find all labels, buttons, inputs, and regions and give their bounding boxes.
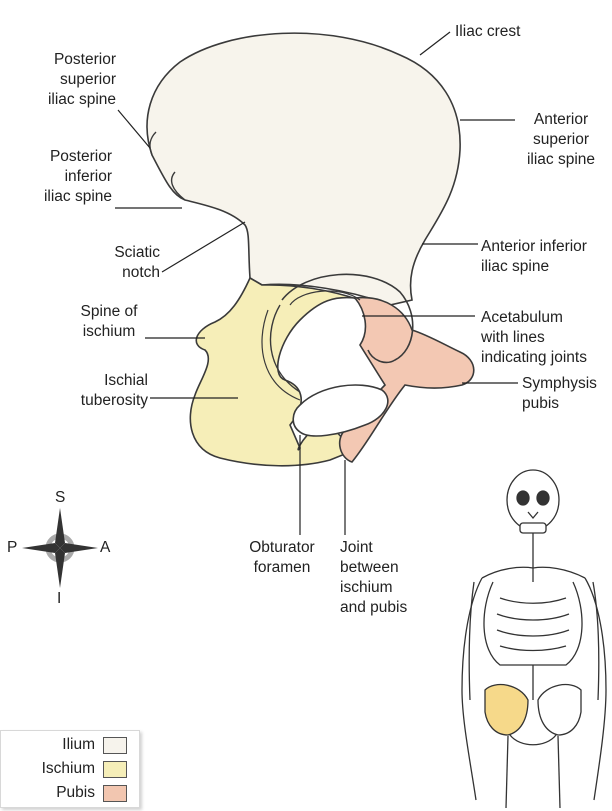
label-anterior-inferior-iliac-spine: Anterior inferior iliac spine <box>481 237 587 277</box>
legend-label: Ischium <box>42 760 95 778</box>
legend-label: Pubis <box>56 784 95 802</box>
label-posterior-inferior-iliac-spine: Posterior inferior iliac spine <box>0 147 112 207</box>
pubis-region <box>340 298 474 462</box>
label-anterior-superior-iliac-spine: Anterior superior iliac spine <box>515 110 607 170</box>
ischium-region <box>190 278 360 466</box>
label-obturator-foramen: Obturator foramen <box>232 538 332 578</box>
legend-item-ischium: Ischium <box>42 759 127 779</box>
compass-inferior: I <box>57 589 61 609</box>
ilium-region <box>147 33 460 305</box>
compass-posterior: P <box>7 538 17 558</box>
legend-swatch-pubis <box>103 785 127 802</box>
label-ischial-tuberosity: Ischial tuberosity <box>50 371 148 411</box>
skeleton-hip-highlight <box>485 685 528 735</box>
legend-swatch-ischium <box>103 761 127 778</box>
label-iliac-crest: Iliac crest <box>455 22 520 42</box>
orientation-compass <box>22 508 98 588</box>
label-acetabulum: Acetabulum with lines indicating joints <box>481 308 587 368</box>
compass-superior: S <box>55 488 65 508</box>
legend-item-ilium: Ilium <box>62 735 127 755</box>
legend-label: Ilium <box>62 736 95 754</box>
compass-anterior: A <box>100 538 110 558</box>
legend-swatch-ilium <box>103 737 127 754</box>
label-symphysis-pubis: Symphysis pubis <box>522 374 597 414</box>
label-joint-ischium-pubis: Joint between ischium and pubis <box>340 538 407 618</box>
label-sciatic-notch: Sciatic notch <box>60 243 160 283</box>
skeleton-figure <box>462 470 606 808</box>
legend: Ilium Ischium Pubis <box>0 730 140 808</box>
label-spine-of-ischium: Spine of ischium <box>68 302 150 342</box>
label-posterior-superior-iliac-spine: Posterior superior iliac spine <box>0 50 116 110</box>
legend-item-pubis: Pubis <box>56 783 127 803</box>
